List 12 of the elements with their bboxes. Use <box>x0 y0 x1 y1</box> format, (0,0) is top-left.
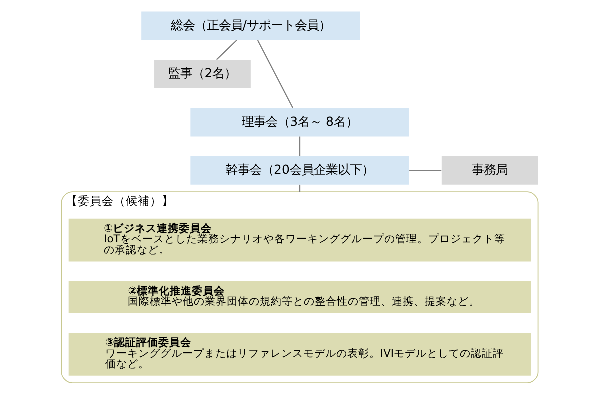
connector <box>299 136 301 156</box>
node-box: ②標準化推進委員会 国際標準や他の業界団体の規約等との整合性の管理、連携、提案など。 <box>68 281 532 314</box>
node-box: 幹事会（20会員企業以下） <box>190 156 410 185</box>
node-box: 監事（2名） <box>154 60 251 89</box>
node-box: ③認証評価委員会 ワーキンググループまたはリファレンスモデルの表彰。IVIモデルとしての認証評価など。 <box>68 333 532 376</box>
node-box: ①ビジネス連携委員会 IoTをベースとした業務シナリオや各ワーキンググループの管理。プロジェクト等の承認など。 <box>68 218 532 262</box>
connector <box>257 40 294 108</box>
node-box: 総会（正会員/サポート会員） <box>142 12 360 40</box>
node-box: 事務局 <box>442 156 538 185</box>
connector <box>216 40 238 60</box>
node-box: 理事会（3名～ 8名） <box>190 108 410 137</box>
connector <box>410 170 442 172</box>
